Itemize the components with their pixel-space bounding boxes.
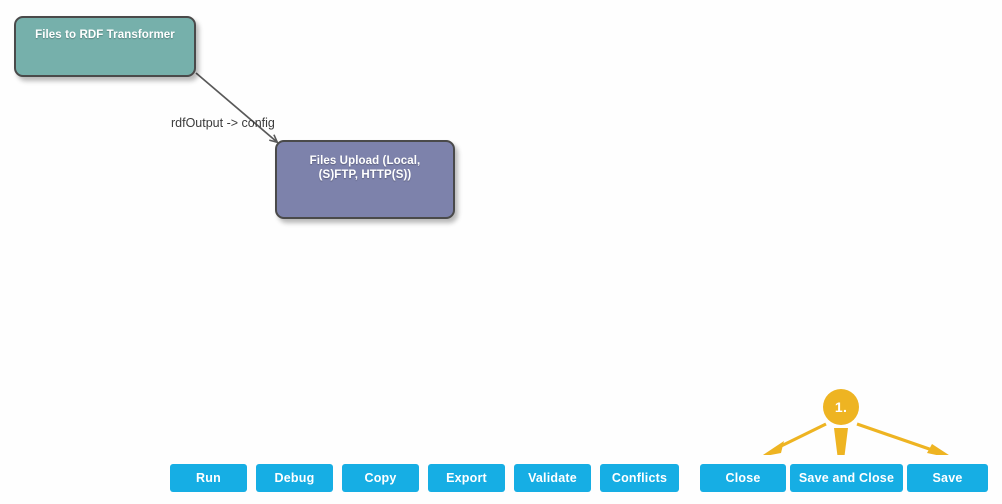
node-label-line-2: (S)FTP, HTTP(S)) [318, 169, 412, 181]
node-files-upload[interactable]: Files Upload (Local, (S)FTP, HTTP(S)) [275, 140, 455, 219]
annotation-marker-label: 1. [834, 399, 848, 415]
copy-button[interactable]: Copy [342, 464, 419, 492]
save-and-close-button[interactable]: Save and Close [790, 464, 903, 492]
node-files-to-rdf-transformer[interactable]: Files to RDF Transformer [14, 16, 196, 77]
action-button-bar: Run Debug Copy Export Validate Conflicts… [0, 455, 1002, 504]
export-button[interactable]: Export [428, 464, 505, 492]
close-button[interactable]: Close [700, 464, 786, 492]
node-label-line-1: Files Upload (Local, [309, 155, 421, 167]
edge-label-rdfoutput-config: rdfOutput -> config [171, 116, 275, 130]
validate-button[interactable]: Validate [514, 464, 591, 492]
conflicts-button[interactable]: Conflicts [600, 464, 679, 492]
run-button[interactable]: Run [170, 464, 247, 492]
save-button[interactable]: Save [907, 464, 988, 492]
node-label: Files to RDF Transformer [35, 29, 175, 41]
edge-path-transformer-to-upload [195, 72, 277, 142]
debug-button[interactable]: Debug [256, 464, 333, 492]
annotation-marker-1: 1. [823, 389, 859, 425]
workflow-canvas[interactable]: Files to RDF Transformer Files Upload (L… [0, 0, 1002, 455]
